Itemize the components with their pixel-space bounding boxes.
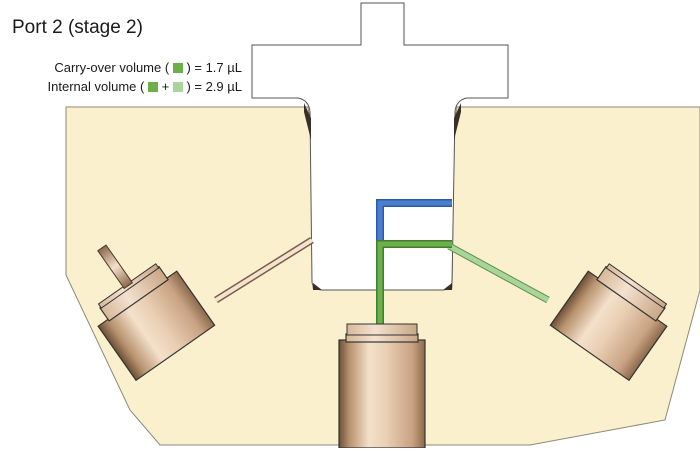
recess-edge-left [304, 103, 311, 140]
legend-carry-over: Carry-over volume ( ) = 1.7 µL [54, 60, 242, 75]
inactive-channel-core [214, 238, 314, 302]
internal-volume-path-core [447, 243, 550, 303]
internal-extra-swatch-icon [172, 82, 183, 92]
recess-bottom-right [443, 283, 452, 290]
page-title: Port 2 (stage 2) [12, 17, 143, 38]
legend-internal-label-before: Internal volume ( [47, 79, 145, 94]
carry-over-swatch-icon [147, 82, 158, 92]
recess-bottom-left [313, 283, 322, 290]
fitting-right [549, 263, 668, 382]
carry-over-path-core [377, 241, 452, 326]
legend-internal: Internal volume ( + ) = 2.9 µL [48, 79, 242, 94]
carry-over-swatch-icon [172, 63, 183, 73]
legend-carry-over-label-before: Carry-over volume ( [54, 60, 170, 75]
fitting-center [338, 323, 426, 449]
legend-internal-label-after: ) = 2.9 µL [186, 79, 242, 94]
rotor-channel-blue-core [377, 200, 452, 244]
legend-carry-over-label-after: ) = 1.7 µL [186, 60, 242, 75]
fitting-left [97, 244, 216, 382]
legend-internal-plus: + [161, 79, 170, 94]
recess-edge-right [454, 103, 461, 140]
